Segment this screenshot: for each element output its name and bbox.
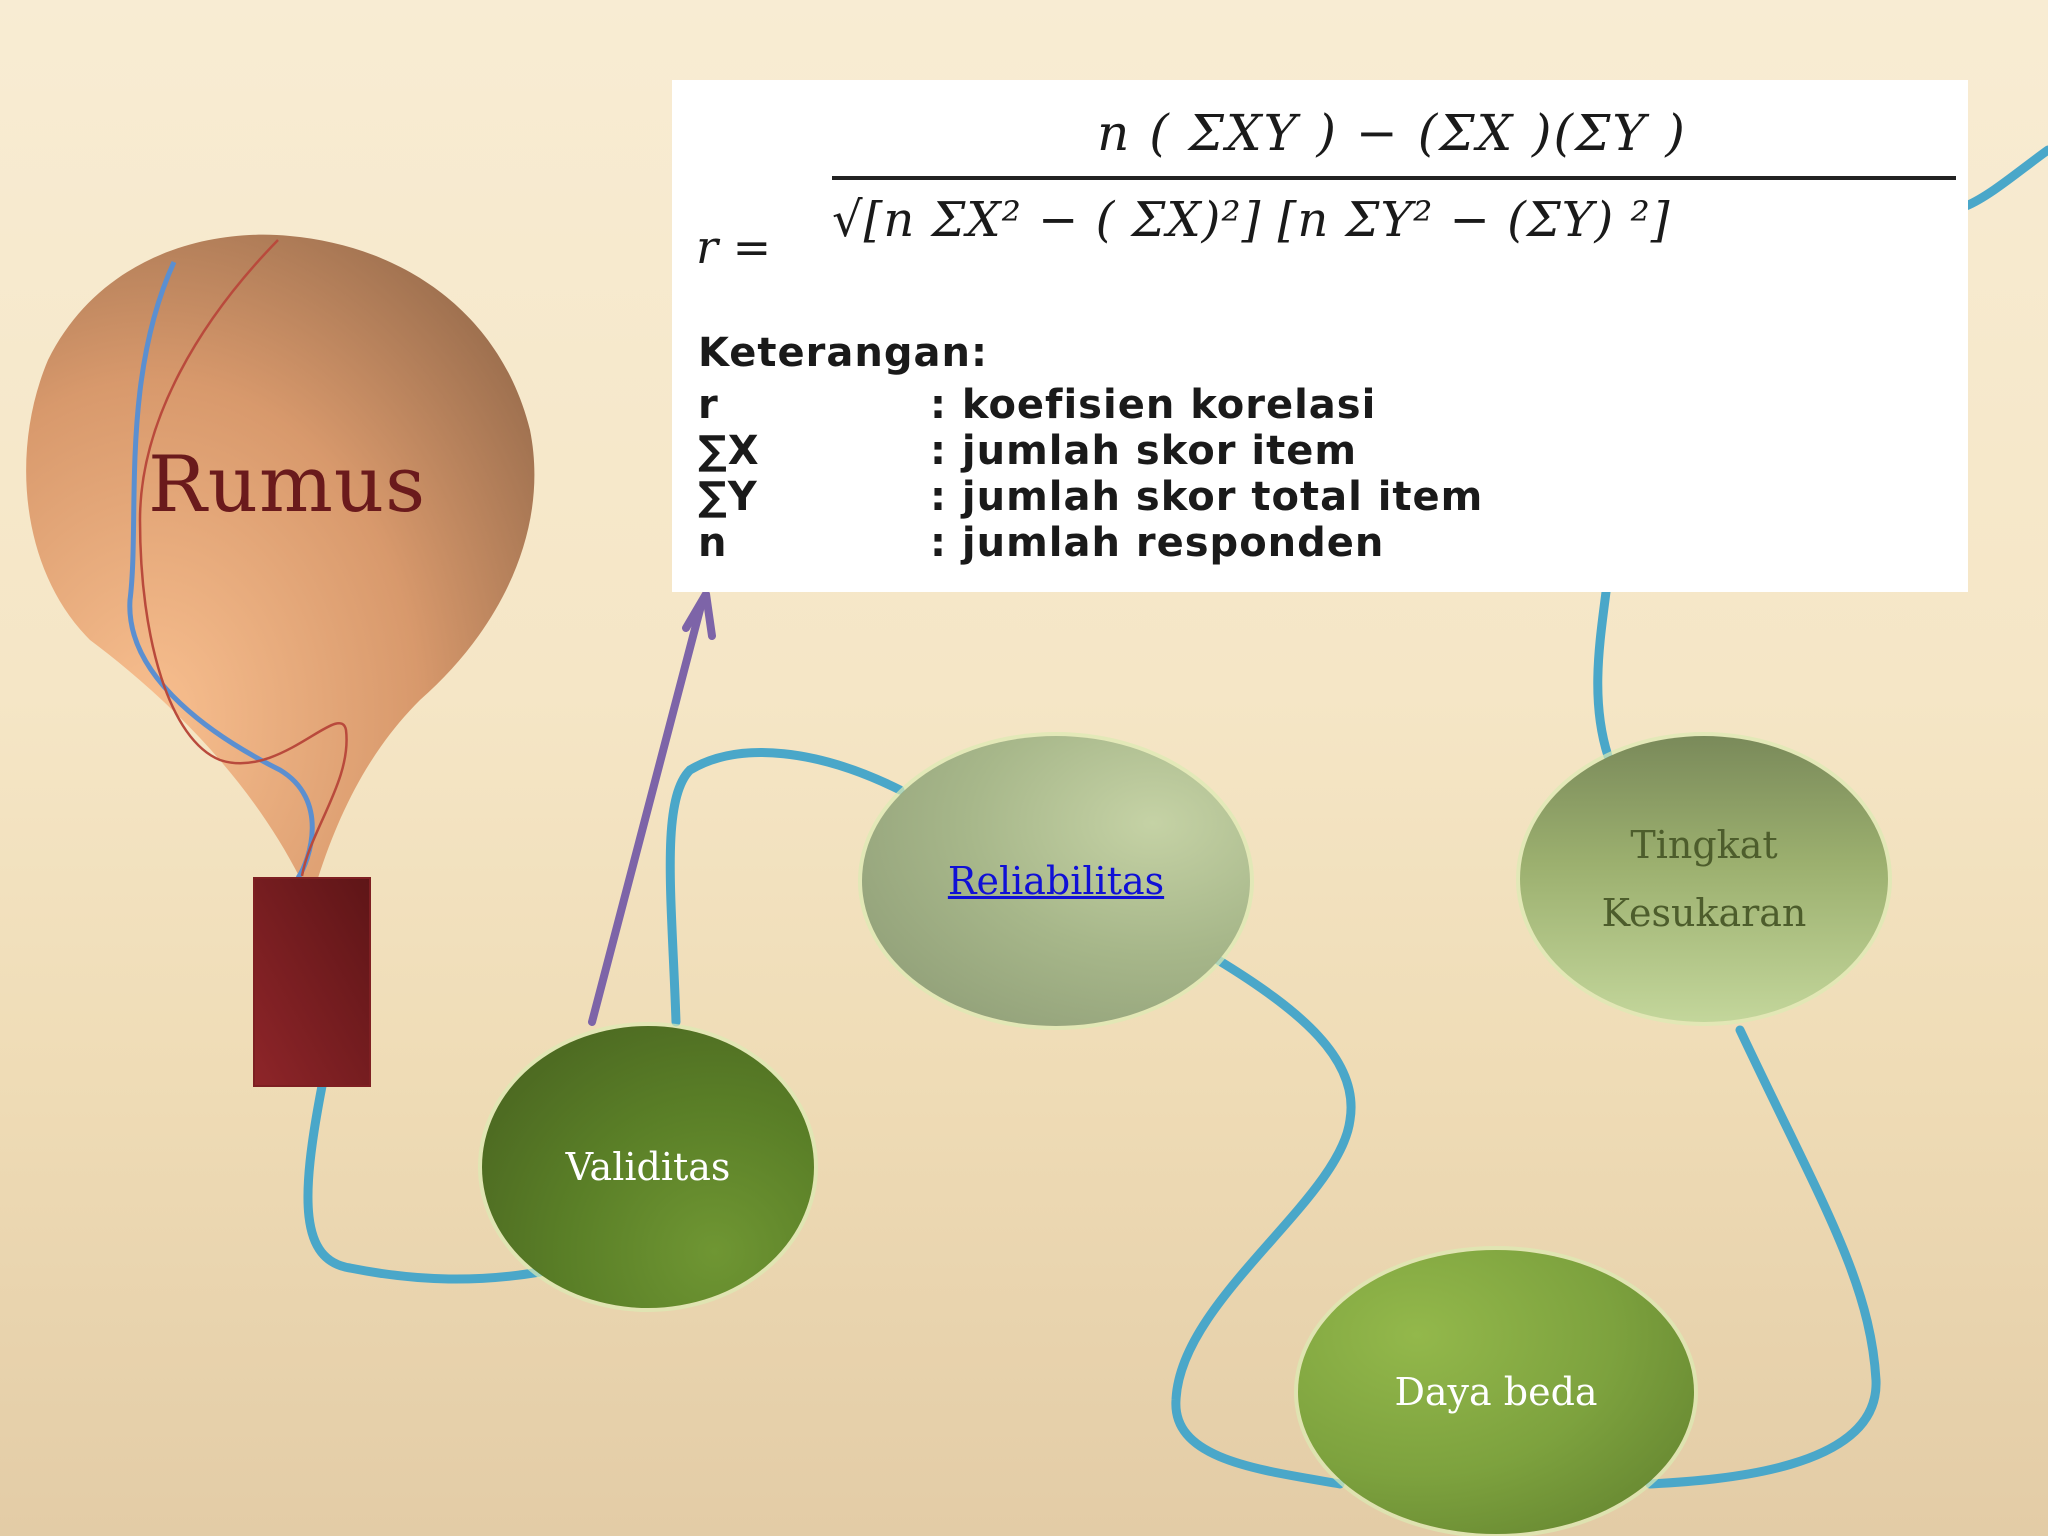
connector-daya-beda-tingkat: [1645, 1025, 1881, 1489]
legend-symbol: ∑Y: [698, 474, 758, 520]
node-tingkat-line1: Tingkat: [1630, 823, 1778, 867]
balloon-basket: [253, 877, 371, 1087]
legend-row: ∑X : jumlah skor item: [698, 428, 1483, 474]
node-tingkat-line2: Kesukaran: [1601, 891, 1807, 935]
legend-row: r : koefisien korelasi: [698, 382, 1483, 428]
formula-panel: r = n ( ΣXY ) − (ΣX )(ΣY ) √[n ΣX² − ( Σ…: [672, 80, 1968, 592]
legend-symbol: n: [698, 520, 728, 566]
node-daya-beda-label: Daya beda: [1394, 1370, 1598, 1414]
node-tingkat-kesukaran[interactable]: Tingkat Kesukaran: [1520, 736, 1888, 1022]
formula-numerator: n ( ΣXY ) − (ΣX )(ΣY ): [1097, 104, 1687, 162]
connector-validitas-reliabilitas: [665, 748, 905, 1027]
legend-row: ∑Y : jumlah skor total item: [698, 474, 1483, 520]
balloon-rope-red: [138, 239, 348, 877]
legend-description: : jumlah skor total item: [930, 474, 1484, 520]
formula-fraction-bar: [832, 176, 1956, 180]
balloon-envelope: [26, 234, 535, 878]
node-daya-beda[interactable]: Daya beda: [1298, 1250, 1694, 1534]
formula-legend: Keterangan: r : koefisien korelasi ∑X : …: [698, 330, 1483, 566]
connector-basket-validitas: [303, 1081, 545, 1284]
connector-tingkat-formula: [1593, 587, 1613, 761]
legend-description: : jumlah skor item: [930, 428, 1358, 474]
node-validitas-label: Validitas: [565, 1145, 731, 1189]
reliabilitas-link[interactable]: Reliabilitas: [947, 859, 1165, 903]
node-validitas[interactable]: Validitas: [482, 1026, 814, 1308]
legend-description: : jumlah responden: [930, 520, 1385, 566]
formula-denominator: √[n ΣX² − ( ΣX)²] [n ΣY² − (ΣY) ²]: [832, 192, 1671, 248]
legend-description: : koefisien korelasi: [930, 382, 1377, 428]
node-tingkat-label: Tingkat Kesukaran: [1602, 811, 1807, 947]
formula-lhs: r =: [696, 220, 772, 274]
legend-title: Keterangan:: [698, 330, 988, 376]
connector-formula-exit: [1961, 145, 2048, 211]
legend-symbol: ∑X: [698, 428, 760, 474]
arrow-head: [682, 590, 716, 640]
legend-symbol: r: [698, 382, 719, 428]
arrow-validitas-to-formula: [588, 598, 706, 1026]
node-reliabilitas: Reliabilitas: [862, 736, 1250, 1026]
balloon-label: Rumus: [148, 440, 427, 530]
legend-row: n : jumlah responden: [698, 520, 1483, 566]
balloon-rope-blue: [127, 260, 315, 880]
connector-reliabilitas-daya-beda: [1171, 955, 1356, 1489]
